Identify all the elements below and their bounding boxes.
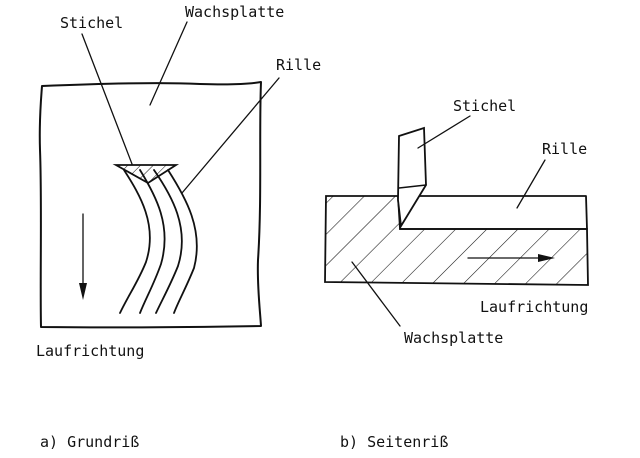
- side-view: Stichel Rille Laufrichtung Wachsplatte b…: [324, 97, 589, 451]
- label-stichel-top: Stichel: [60, 14, 123, 32]
- caption-seitenriss: b) Seitenriß: [340, 433, 448, 451]
- groove-band-1: [119, 169, 151, 314]
- wax-plate-side: [324, 195, 589, 286]
- label-wachsplatte-top: Wachsplatte: [185, 3, 284, 21]
- stylus-tip: [112, 164, 180, 185]
- caption-grundriss: a) Grundriß: [40, 433, 139, 451]
- label-laufrichtung-top: Laufrichtung: [36, 342, 144, 360]
- down-arrow-icon: [79, 283, 87, 300]
- top-view: Stichel Wachsplatte Rille Laufrichtung a…: [36, 3, 321, 451]
- groove-channel: [399, 195, 588, 230]
- groove-band-1b: [139, 169, 166, 314]
- label-rille-top: Rille: [276, 56, 321, 74]
- groove-band-2: [153, 169, 183, 314]
- label-stichel-side: Stichel: [453, 97, 516, 115]
- label-laufrichtung-side: Laufrichtung: [480, 298, 588, 316]
- stylus-side: [397, 126, 427, 229]
- groove-band-2b: [167, 169, 198, 314]
- label-rille-side: Rille: [542, 140, 587, 158]
- label-wachsplatte-side: Wachsplatte: [404, 329, 503, 347]
- right-arrow-icon: [538, 254, 555, 262]
- wax-plate-top-outline: [38, 81, 262, 329]
